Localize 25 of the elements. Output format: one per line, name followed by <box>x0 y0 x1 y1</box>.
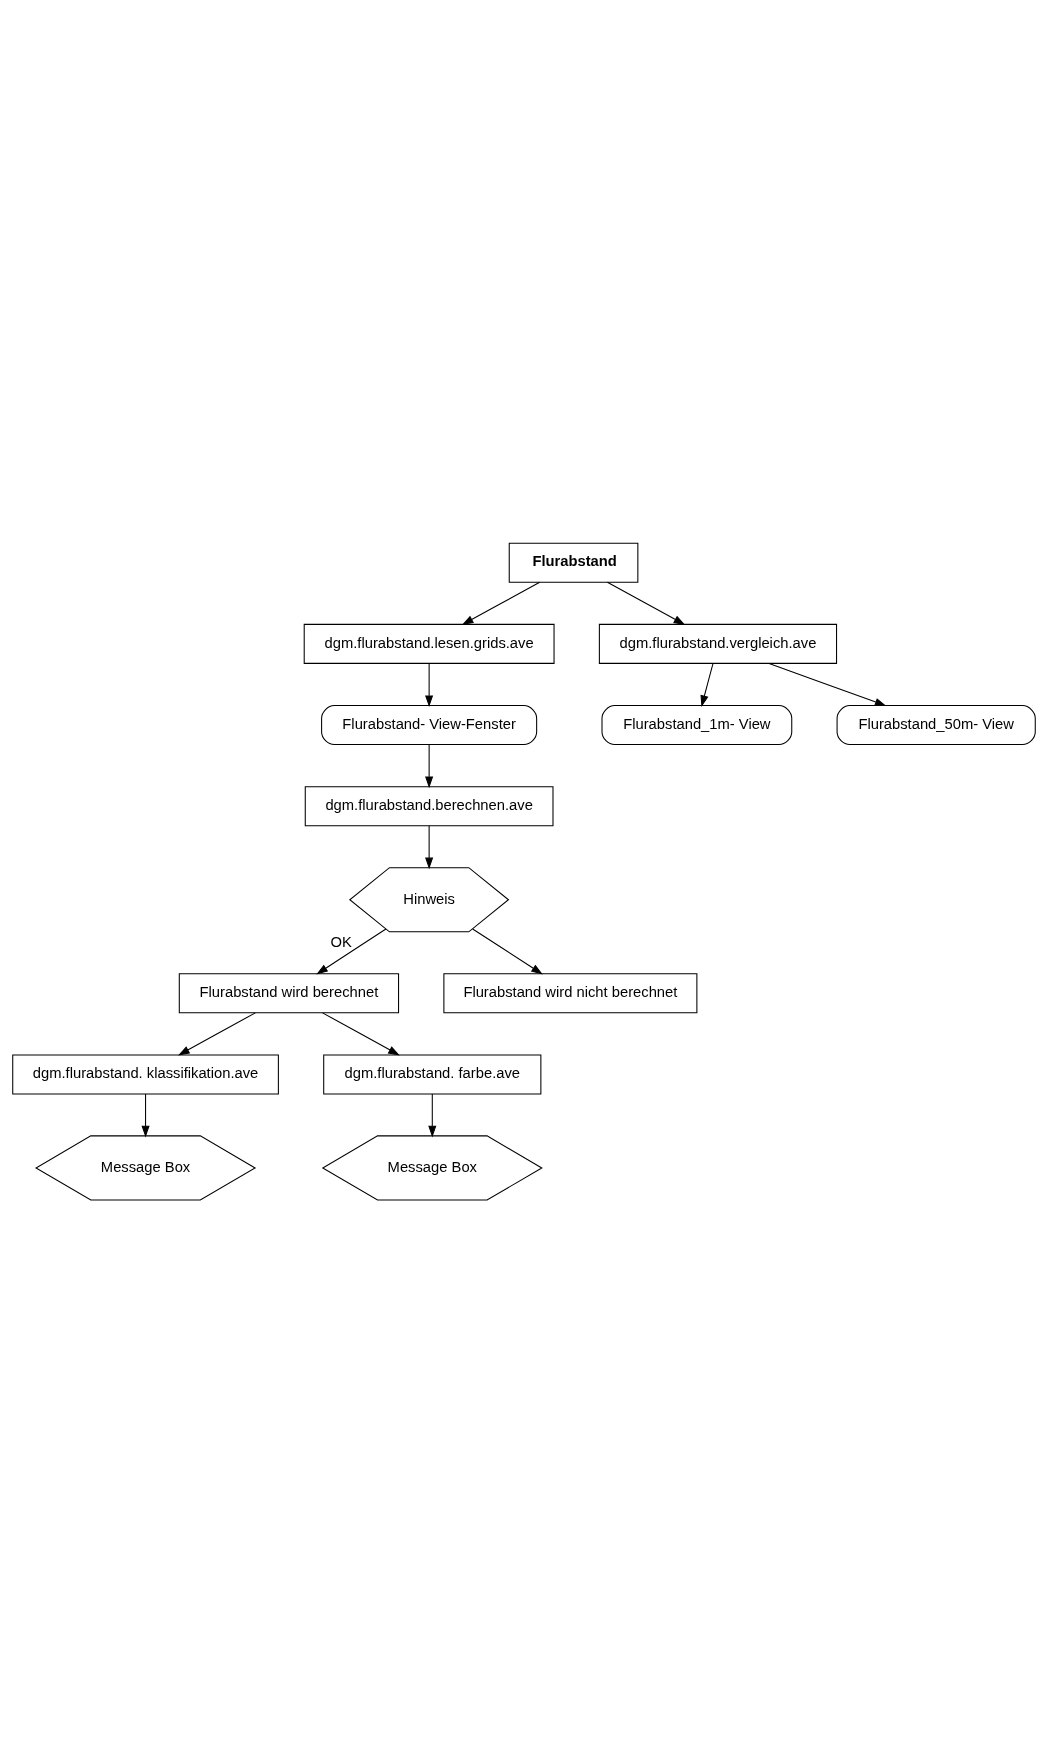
node-box: dgm.flurabstand. klassifikation.ave <box>12 1053 279 1094</box>
node-box: Flurabstand- View-Fenster <box>321 704 538 745</box>
node-box: dgm.flurabstand.berechnen.ave <box>304 785 554 826</box>
arrow <box>141 1092 150 1137</box>
arrow <box>606 581 686 625</box>
arrow <box>425 743 434 788</box>
arrow <box>425 662 434 707</box>
node-box: dgm.flurabstand.lesen.grids.ave <box>303 623 555 664</box>
arrow <box>472 927 543 974</box>
arrow <box>700 662 714 707</box>
node-box: Flurabstand <box>508 542 639 583</box>
node-box: Flurabstand_50m- View <box>836 704 1036 745</box>
node-box: Flurabstand_1m- View <box>601 704 793 745</box>
arrow <box>316 927 387 974</box>
arrow <box>461 581 541 625</box>
arrow <box>322 1011 400 1055</box>
node-box: Flurabstand wird nicht berechnet <box>443 972 698 1013</box>
node-box: dgm.flurabstand. farbe.ave <box>323 1053 542 1094</box>
arrow <box>425 824 434 869</box>
edge-label: OK <box>330 933 352 950</box>
arrow <box>428 1092 437 1137</box>
arrow <box>768 662 887 706</box>
node-box: dgm.flurabstand.vergleich.ave <box>598 623 838 664</box>
arrow <box>178 1011 256 1055</box>
node-box: Flurabstand wird berechnet <box>178 972 400 1013</box>
